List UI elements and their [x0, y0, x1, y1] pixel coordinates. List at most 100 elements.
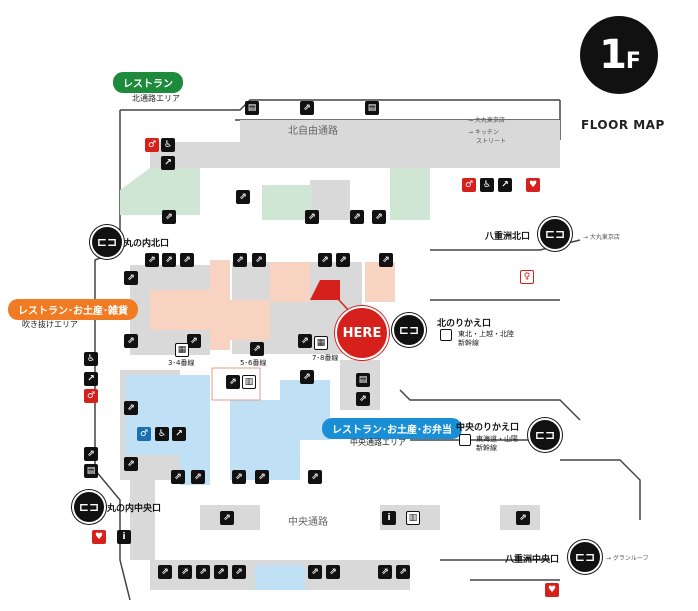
escalator-icon: ⇗	[214, 565, 228, 579]
departure-board-icon: ▦	[175, 343, 189, 357]
area-central: 中央通路エリア	[350, 438, 406, 447]
escalator-icon: ⇗	[232, 470, 246, 484]
wheelchair-icon: ♿	[480, 178, 494, 192]
restaurant-zones	[120, 168, 430, 220]
ostomate-icon: ↗	[161, 156, 175, 170]
aed-icon: ♥	[526, 178, 540, 192]
gate-yaesu-north[interactable]: ⊏⊐	[538, 217, 572, 251]
dest-daimaru-1: → 大丸東京店	[468, 117, 505, 124]
track-78: 7･8番線	[312, 354, 339, 362]
locker-icon: ▥	[242, 375, 256, 389]
escalator-icon: ⇗	[191, 470, 205, 484]
escalator-icon: ⇗	[158, 565, 172, 579]
escalator-icon: ⇗	[308, 565, 322, 579]
dest-street: ストリート	[476, 138, 507, 145]
escalator-icon: ⇗	[326, 565, 340, 579]
gate-marunouchi-north[interactable]: ⊏⊐	[90, 225, 124, 259]
escalator-icon: ⇗	[232, 565, 246, 579]
elevator-icon: ▤	[365, 101, 379, 115]
escalator-icon: ⇗	[250, 342, 264, 356]
escalator-icon: ⇗	[516, 511, 530, 525]
escalator-icon: ⇗	[171, 470, 185, 484]
escalator-icon: ⇗	[350, 210, 364, 224]
exit-marunouchi-north: 丸の内北口	[124, 239, 170, 249]
area-atrium: 吹き抜けエリア	[22, 320, 78, 329]
ostomate-icon: ↗	[498, 178, 512, 192]
restroom-icon: ♂	[145, 138, 159, 152]
elevator-icon: ▤	[84, 464, 98, 478]
wheelchair-icon: ♿	[155, 427, 169, 441]
escalator-icon: ⇗	[379, 253, 393, 267]
track-34: 3･4番線	[168, 359, 195, 367]
escalator-icon: ⇗	[300, 101, 314, 115]
escalator-icon: ⇗	[372, 210, 386, 224]
escalator-icon: ⇗	[124, 271, 138, 285]
transfer-central: 中央のりかえ口	[456, 423, 520, 433]
escalator-icon: ⇗	[233, 253, 247, 267]
corridor-north: 北自由通路	[288, 126, 338, 137]
elevator-icon: ▤	[245, 101, 259, 115]
escalator-icon: ⇗	[145, 253, 159, 267]
escalator-highlight	[211, 367, 261, 401]
corridor-central: 中央通路	[288, 517, 328, 528]
floor-suffix: F	[625, 48, 641, 74]
gate-yaesu-central[interactable]: ⊏⊐	[568, 540, 602, 574]
exit-marunouchi-central: 丸の内中央口	[107, 504, 162, 514]
transfer-north-line1: 東北・上越・北陸	[458, 330, 514, 338]
escalator-icon: ⇗	[300, 370, 314, 384]
floor-number: 1	[599, 32, 627, 78]
aed-icon: ♥	[92, 530, 106, 544]
shinkansen-icon	[459, 434, 471, 446]
escalator-icon: ⇗	[84, 447, 98, 461]
restroom-icon: ♂	[462, 178, 476, 192]
locker-icon: ▥	[406, 511, 420, 525]
here-marker: HERE	[335, 306, 389, 360]
dest-kitchen: → キッチン	[468, 129, 499, 136]
escalator-icon: ⇗	[226, 375, 240, 389]
escalator-icon: ⇗	[378, 565, 392, 579]
escalator-icon: ⇗	[180, 253, 194, 267]
escalator-icon: ⇗	[305, 210, 319, 224]
gate-north-transfer[interactable]: ⊏⊐	[392, 313, 426, 347]
exit-yaesu-north: 八重洲北口	[485, 232, 531, 242]
gate-central-transfer[interactable]: ⊏⊐	[528, 418, 562, 452]
restroom-icon: ♀	[520, 270, 534, 284]
bento-zones	[125, 375, 330, 590]
gate-marunouchi-central[interactable]: ⊏⊐	[72, 490, 106, 524]
escalator-icon: ⇗	[187, 334, 201, 348]
escalator-icon: ⇗	[308, 470, 322, 484]
aed-icon: ♥	[545, 583, 559, 597]
current-shop	[310, 280, 340, 300]
escalator-icon: ⇗	[396, 565, 410, 579]
escalator-icon: ⇗	[298, 334, 312, 348]
info-icon: i	[382, 511, 396, 525]
escalator-icon: ⇗	[178, 565, 192, 579]
ostomate-icon: ↗	[84, 372, 98, 386]
escalator-icon: ⇗	[356, 392, 370, 406]
souvenir-zones	[150, 260, 395, 350]
departure-board-icon: ▦	[314, 336, 328, 350]
info-icon: i	[117, 530, 131, 544]
restroom-icon: ♂	[84, 389, 98, 403]
escalator-icon: ⇗	[124, 457, 138, 471]
escalator-icon: ⇗	[196, 565, 210, 579]
category-bento: レストラン･お土産･お弁当	[322, 418, 462, 439]
escalator-icon: ⇗	[236, 190, 250, 204]
restroom-icon: ♂	[137, 427, 151, 441]
transfer-north-line2: 新幹線	[458, 339, 479, 347]
dest-daimaru-2: → 大丸東京店	[583, 234, 620, 241]
escalator-icon: ⇗	[162, 253, 176, 267]
elevator-icon: ▤	[356, 373, 370, 387]
escalator-icon: ⇗	[220, 511, 234, 525]
escalator-icon: ⇗	[336, 253, 350, 267]
escalator-icon: ⇗	[252, 253, 266, 267]
track-56: 5･6番線	[240, 359, 267, 367]
floor-map-title: FLOOR MAP	[581, 118, 665, 132]
exit-yaesu-central: 八重洲中央口	[505, 555, 560, 565]
escalator-icon: ⇗	[124, 334, 138, 348]
dest-granroof: → グランルーフ	[606, 555, 649, 562]
escalator-icon: ⇗	[318, 253, 332, 267]
escalator-icon: ⇗	[162, 210, 176, 224]
